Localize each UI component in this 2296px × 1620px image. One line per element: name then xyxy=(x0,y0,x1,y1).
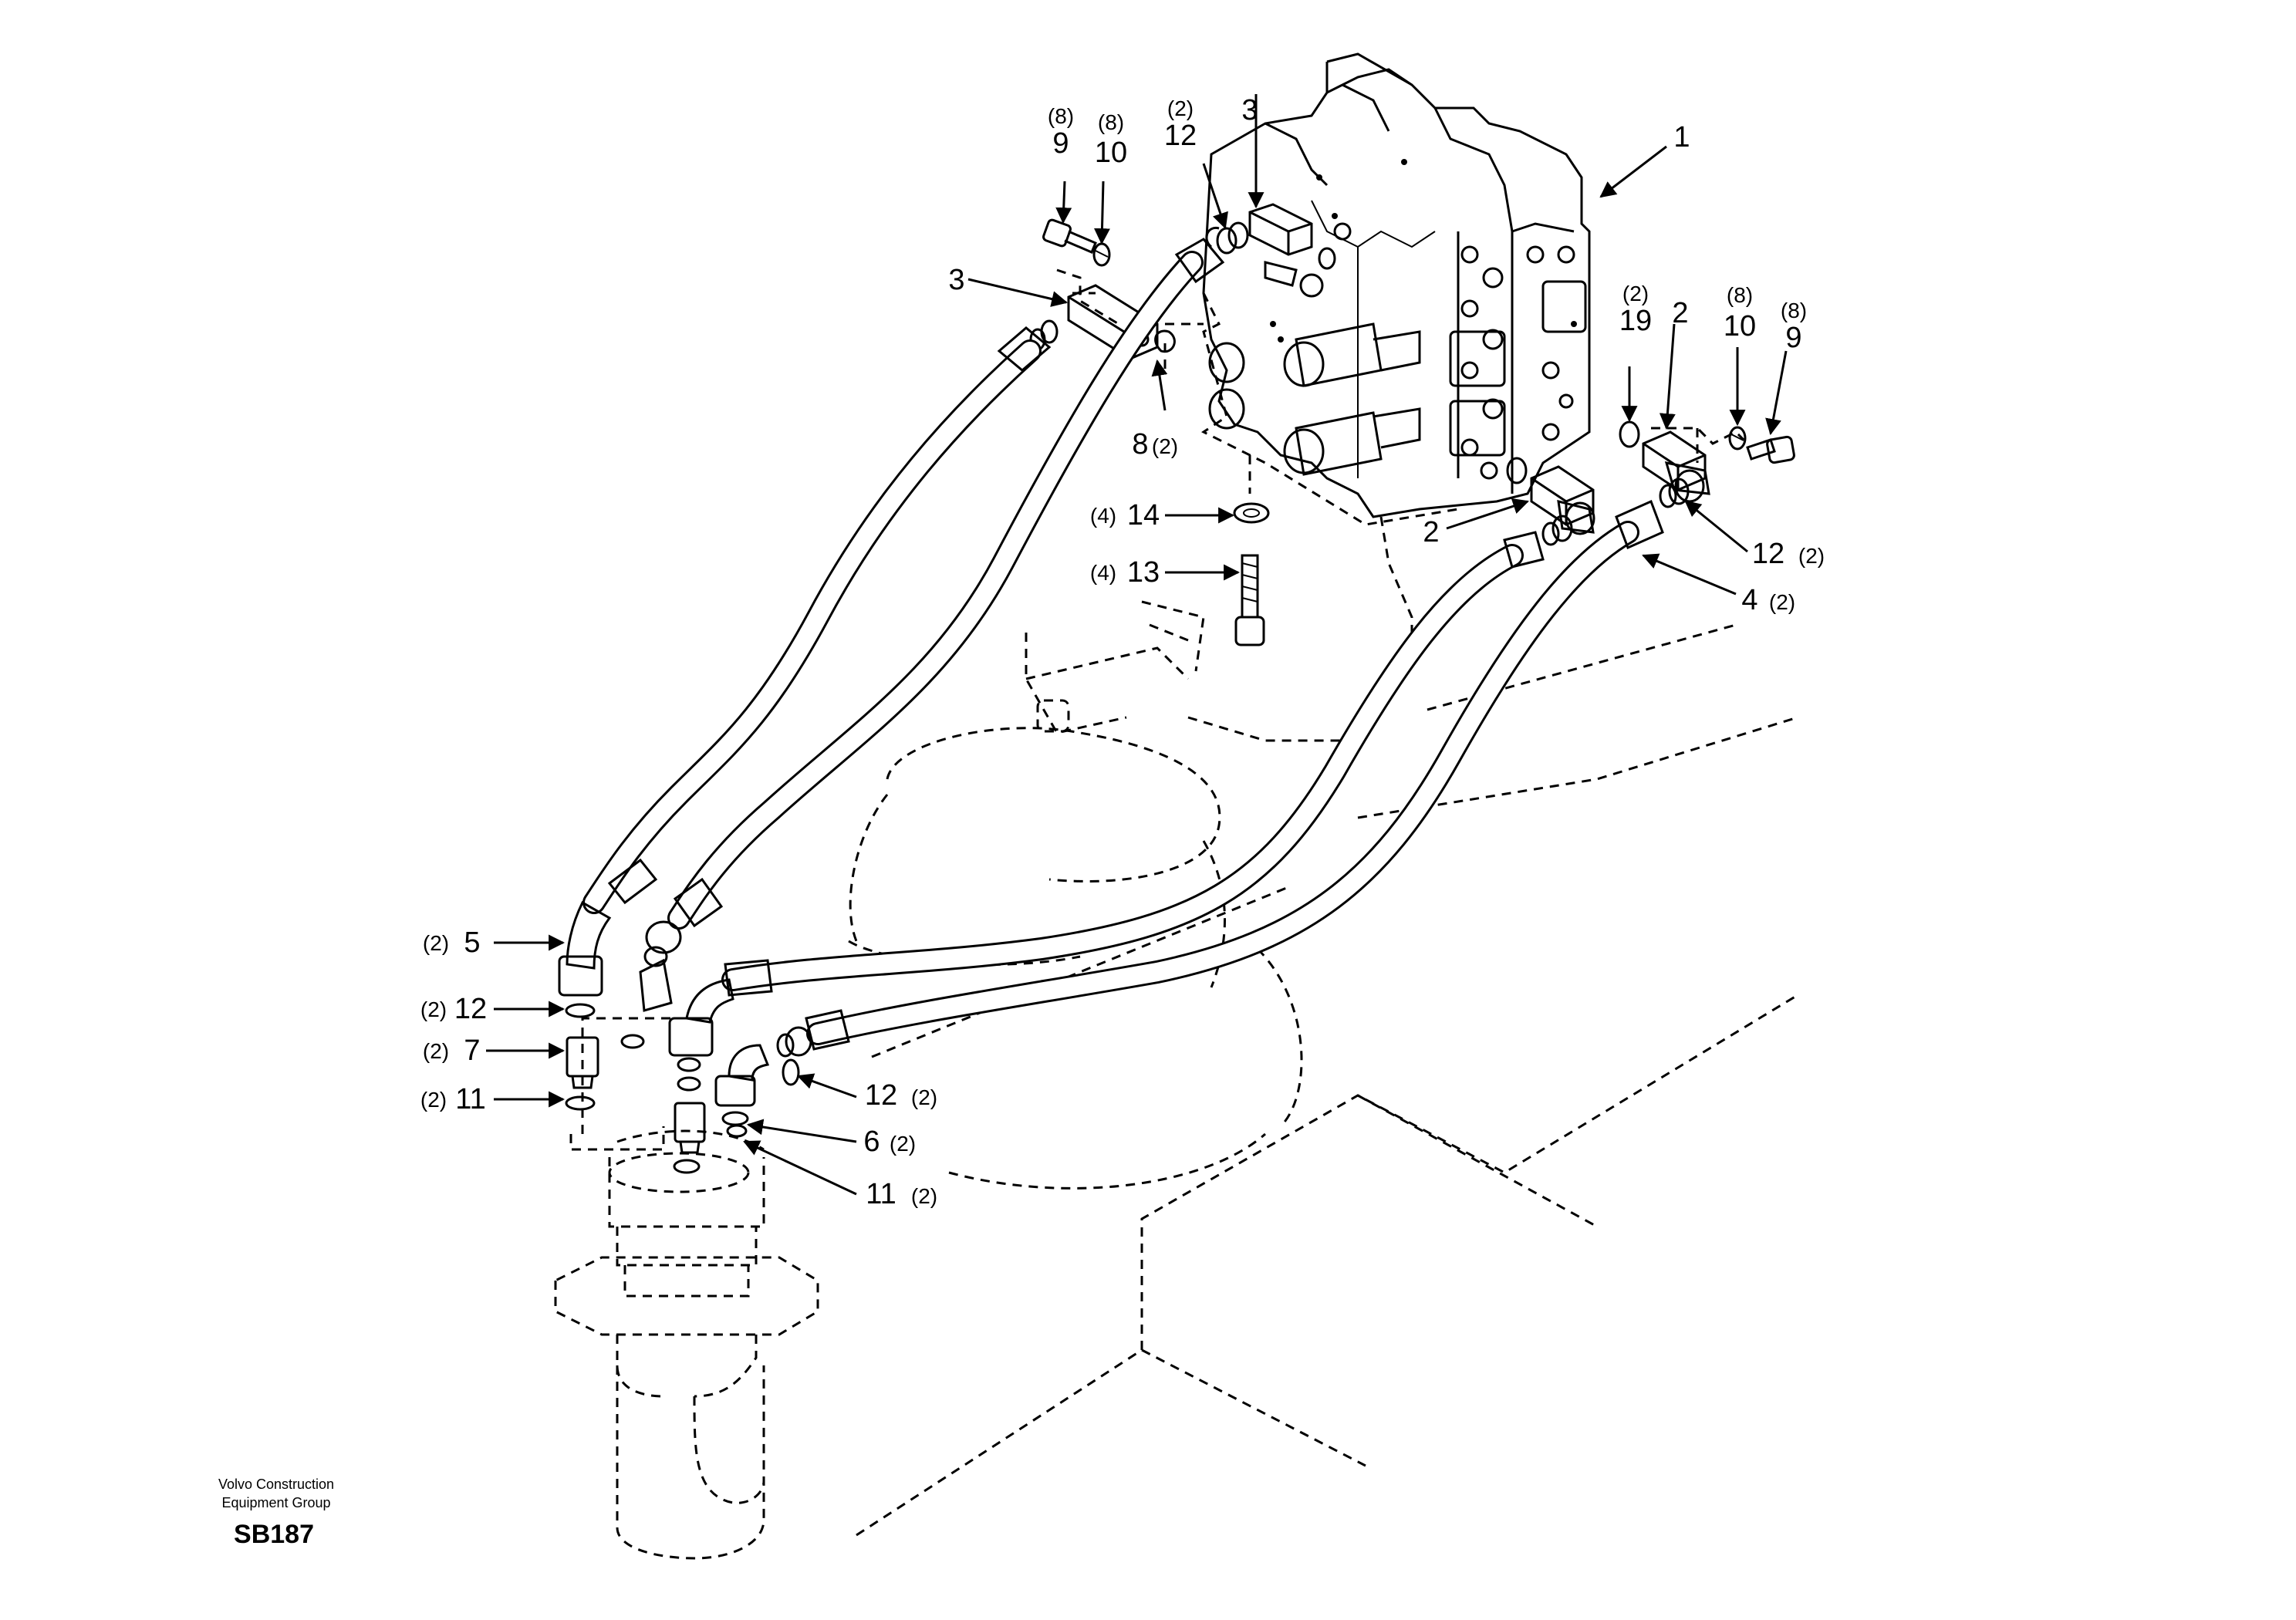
valve-mounting-dots xyxy=(1270,159,1577,343)
qty-10-left: (8) xyxy=(1098,110,1124,134)
callout-8: 8 xyxy=(1132,428,1148,461)
callout-4: 4 xyxy=(1741,584,1757,616)
callout-7: 7 xyxy=(464,1034,480,1067)
qty-11-right: (2) xyxy=(911,1184,937,1208)
qty-13: (4) xyxy=(1090,561,1116,585)
qty-4: (2) xyxy=(1769,590,1795,614)
bolt-13 xyxy=(1234,554,1265,646)
footer: Volvo Construction Equipment Group SB187 xyxy=(218,1477,334,1549)
callout-1: 1 xyxy=(1673,121,1690,154)
callout-9-right: 9 xyxy=(1785,322,1801,354)
valve-port-holes xyxy=(1460,245,1575,480)
callout-6: 6 xyxy=(863,1126,880,1158)
o-ring-12-right xyxy=(782,1058,800,1086)
seal-8 xyxy=(1154,329,1176,353)
spring-washer-10-left xyxy=(1092,242,1111,267)
qty-6: (2) xyxy=(890,1132,916,1156)
hose-4-lower-right-b xyxy=(714,499,1664,1107)
callout-19: 19 xyxy=(1619,305,1652,337)
valve-dashed-guides xyxy=(1056,268,1745,640)
hose-4-lower-right-a xyxy=(668,531,1545,1057)
control-valve-block xyxy=(1202,52,1591,518)
qty-12-top: (2) xyxy=(1167,96,1194,120)
callout-11-left: 11 xyxy=(455,1083,485,1115)
callout-9-left: 9 xyxy=(1052,127,1069,160)
callout-labels: 1 (2) 12 3 (8) 9 (8) 10 3 8 (2) (2) 19 2… xyxy=(420,94,1825,1210)
qty-9-left: (8) xyxy=(1048,104,1074,128)
callout-13: 13 xyxy=(1127,556,1160,589)
callout-2-bottom: 2 xyxy=(1423,516,1439,548)
connector-7-left xyxy=(565,1003,599,1111)
diagram-code: SB187 xyxy=(234,1520,314,1549)
bolt-9-left xyxy=(1042,218,1097,254)
right-flange-group xyxy=(1619,420,1795,508)
callout-10-right: 10 xyxy=(1724,310,1756,343)
callout-2-right: 2 xyxy=(1672,297,1688,329)
qty-11-left: (2) xyxy=(420,1088,447,1112)
bolt-9-right xyxy=(1746,435,1795,464)
callout-3-top: 3 xyxy=(1241,94,1258,127)
qty-12-bottom: (2) xyxy=(911,1085,937,1109)
callout-14: 14 xyxy=(1127,499,1160,532)
qty-10-right: (8) xyxy=(1727,283,1753,307)
callout-3-left: 3 xyxy=(948,264,964,296)
callout-12-bottom: 12 xyxy=(865,1079,897,1112)
qty-14: (4) xyxy=(1090,504,1116,528)
qty-7: (2) xyxy=(423,1039,449,1063)
callout-10-left: 10 xyxy=(1095,137,1127,169)
qty-12-left: (2) xyxy=(420,997,447,1021)
callout-5: 5 xyxy=(464,926,480,959)
leader-lines xyxy=(486,94,1788,1196)
spring-washer-14 xyxy=(1233,502,1270,524)
center-joint-outline xyxy=(848,600,1303,1128)
elbow-6-right xyxy=(721,1111,749,1138)
top-flange-group xyxy=(1205,203,1336,287)
split-flange-2-right xyxy=(1642,430,1707,491)
machine-frame-outline xyxy=(856,623,1798,1537)
company-name-line1: Volvo Construction xyxy=(218,1477,334,1492)
qty-12-right: (2) xyxy=(1798,544,1825,568)
hose-5-upper-left xyxy=(558,326,1052,997)
callout-12-left: 12 xyxy=(454,993,487,1025)
swivel-joint-outline xyxy=(554,1017,819,1560)
qty-9-right: (8) xyxy=(1781,299,1807,322)
qty-19: (2) xyxy=(1622,282,1649,305)
hose-6-upper-inner xyxy=(620,238,1225,1049)
company-name-line2: Equipment Group xyxy=(221,1495,330,1510)
valve-spool-caps xyxy=(1208,222,1421,476)
o-ring-19 xyxy=(1619,420,1640,448)
callout-11-right: 11 xyxy=(866,1178,896,1210)
spring-washer-10-right xyxy=(1728,426,1747,451)
qty-5: (2) xyxy=(423,931,449,955)
connector-7-right xyxy=(673,1057,706,1174)
qty-8: (2) xyxy=(1152,434,1178,458)
callout-12-right: 12 xyxy=(1752,538,1784,570)
bottom-flange-group xyxy=(1506,457,1595,546)
callout-12-top: 12 xyxy=(1164,120,1197,152)
